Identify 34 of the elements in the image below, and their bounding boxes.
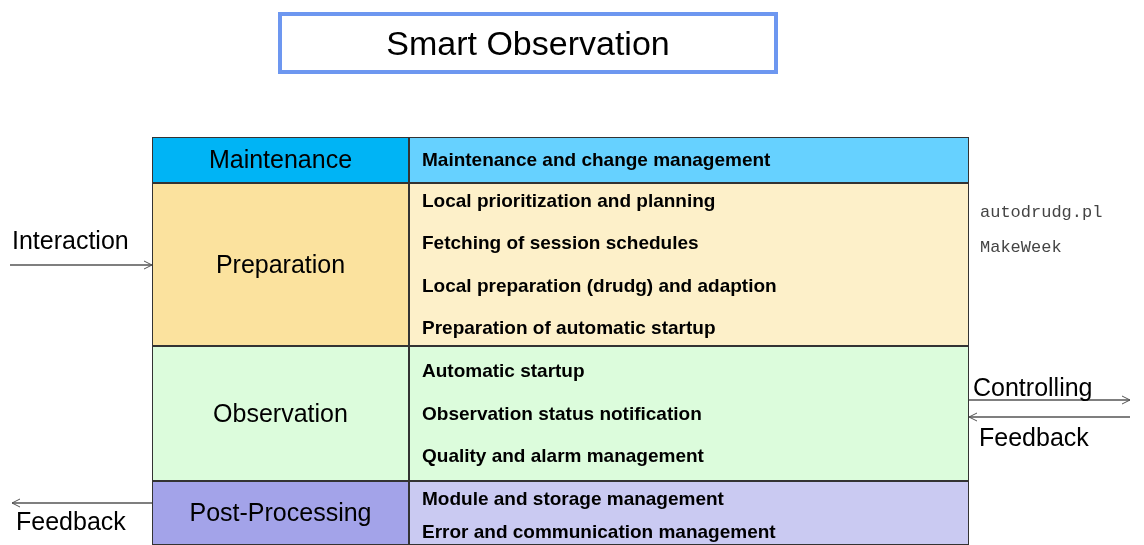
script-name: autodrudg.pl [980, 202, 1103, 224]
phase-label: Post-Processing [189, 497, 372, 529]
task-text: Automatic startup [422, 360, 586, 382]
arrow [968, 412, 1131, 422]
task-text: Local preparation (drudg) and adaption [422, 274, 778, 297]
arrow [968, 395, 1131, 405]
title-box [278, 12, 778, 74]
phase-cell [152, 137, 409, 183]
task-text: Preparation of automatic startup [422, 317, 717, 339]
script-name: MakeWeek [980, 237, 1062, 259]
task-cell [409, 481, 969, 545]
task-text: Observation status notification [422, 402, 703, 425]
edge-label: Feedback [16, 507, 126, 535]
phase-cell [152, 481, 409, 545]
phase-label: Observation [213, 397, 348, 429]
edge-label: Controlling [973, 373, 1093, 401]
phase-cell [152, 346, 409, 481]
task-text: Error and communication management [422, 521, 777, 543]
task-cell [409, 346, 969, 481]
phase-label: Preparation [215, 248, 346, 280]
task-text: Module and storage management [422, 488, 725, 510]
task-text: Fetching of session schedules [422, 232, 700, 255]
task-text: Maintenance and change management [422, 149, 772, 171]
phase-cell [152, 183, 409, 346]
edge-label: Feedback [979, 423, 1089, 451]
title: Smart Observation [386, 22, 670, 64]
edge-label: Interaction [12, 226, 129, 254]
task-cell [409, 137, 969, 183]
arrow [11, 498, 153, 508]
task-text: Quality and alarm management [422, 445, 705, 467]
arrow [9, 260, 153, 270]
task-cell [409, 183, 969, 346]
phase-label: Maintenance [208, 144, 353, 176]
task-text: Local prioritization and planning [422, 190, 717, 212]
